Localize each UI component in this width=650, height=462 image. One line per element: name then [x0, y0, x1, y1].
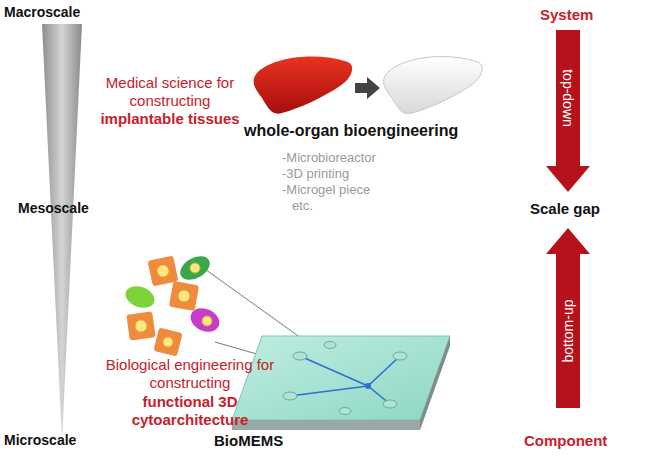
chip-chamber: [365, 383, 371, 389]
decellularized-liver: [384, 57, 483, 114]
method-item: -Microgel piece: [282, 182, 370, 198]
gap-label: Scale gap: [530, 200, 600, 218]
field-text: implantable tissues: [96, 110, 244, 128]
chip-side: [420, 336, 450, 430]
cells: [122, 251, 223, 356]
arrow-label: top-down: [560, 69, 576, 127]
chip-ports: [283, 342, 407, 415]
scale-label: Mesoscale: [18, 200, 89, 217]
method-item: -Microbioreactor: [282, 150, 376, 166]
scale-wedge: [42, 24, 82, 440]
block-arrow: top-down: [546, 30, 590, 192]
microchannels: [290, 356, 400, 404]
field-text: functional 3D cytoarchitecture: [110, 393, 270, 429]
scale-label: Macroscale: [4, 4, 80, 21]
figure-caption: BioMEMS: [214, 432, 283, 450]
figure-caption: whole-organ bioengineering: [244, 121, 458, 140]
chip-base: [232, 420, 420, 430]
level-label: System: [540, 6, 593, 24]
method-item: etc.: [292, 198, 313, 214]
field-text: Biological engineering for constructing: [100, 356, 280, 392]
method-item: -3D printing: [282, 166, 349, 182]
transform-arrow: [355, 77, 380, 99]
scale-label: Microscale: [4, 432, 76, 449]
arrow-label: bottom-up: [560, 299, 576, 362]
block-arrow: bottom-up: [546, 228, 590, 408]
biomems-chip: [232, 336, 450, 420]
liver-organ: [254, 57, 353, 114]
level-label: Component: [524, 432, 607, 450]
field-text: Medical science for constructing: [100, 74, 240, 110]
